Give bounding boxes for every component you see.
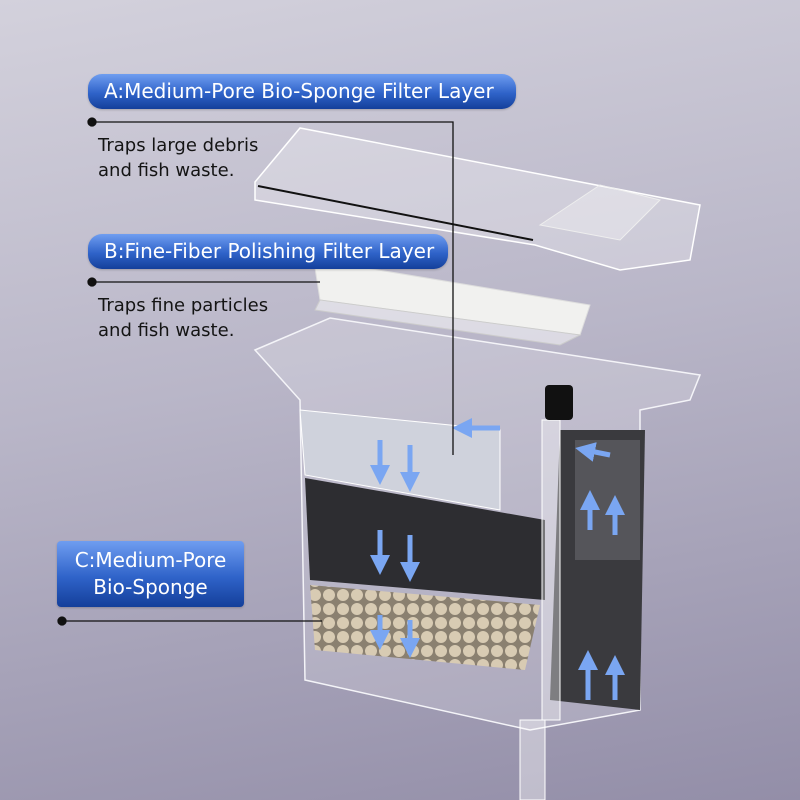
- label-b-title: B:Fine-Fiber Polishing Filter Layer: [88, 234, 448, 269]
- label-a-line1: Traps large debris: [98, 135, 259, 156]
- label-b-description: Traps fine particles and fish waste.: [98, 293, 268, 343]
- label-c-title: C:Medium-Pore Bio-Sponge: [57, 541, 244, 607]
- label-a-title: A:Medium-Pore Bio-Sponge Filter Layer: [88, 74, 516, 109]
- flow-arrows: [370, 418, 625, 700]
- label-b-line1: Traps fine particles: [98, 295, 269, 316]
- filter-body: [253, 317, 702, 800]
- label-a-description: Traps large debris and fish waste.: [98, 133, 258, 183]
- label-c-line1: C:Medium-Pore: [74, 548, 227, 572]
- label-b-line2: and fish waste.: [98, 320, 235, 341]
- leader-lines: [57, 117, 454, 626]
- label-a-line2: and fish waste.: [98, 160, 235, 181]
- filter-lid: [254, 127, 701, 271]
- label-c-line2: Bio-Sponge: [93, 575, 208, 599]
